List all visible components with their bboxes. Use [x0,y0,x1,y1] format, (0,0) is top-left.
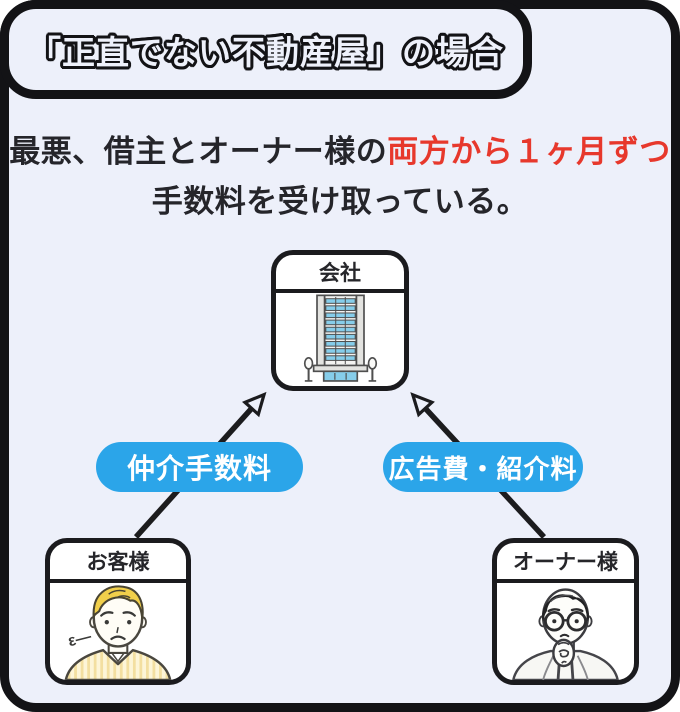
fee-pill-advertising: 広告費・紹介料 [383,442,583,492]
fee-pill-advertising-label: 広告費・紹介料 [388,453,578,484]
fee-pill-brokerage: 仲介手数料 [96,442,303,492]
lead-line-2: 手数料を受け取っている。 [151,184,529,219]
company-art-area [276,293,404,386]
sigh-mark: ε— [66,628,93,650]
worried-customer-illustration: ε— [64,585,172,680]
owner-card: オーナー様 [492,538,639,685]
customer-card: お客様 [45,538,191,685]
owner-label: オーナー様 [497,543,634,583]
company-card: 会社 [271,250,409,391]
lead-line-1-highlight: 両方から１ヶ月ずつ [387,134,671,169]
page-title-outline: 「正直でない不動産屋」の場合 [28,33,504,71]
header-tab: 「正直でない不動産屋」の場合 「正直でない不動産屋」の場合 [0,0,532,99]
company-label: 会社 [276,255,404,293]
fee-pill-brokerage-label: 仲介手数料 [126,453,272,484]
customer-art-area: ε— [50,583,186,680]
office-building-icon [303,294,377,382]
owner-art-area [497,583,634,680]
customer-label: お客様 [50,543,186,583]
lead-text: 最悪、借主とオーナー様の両方から１ヶ月ずつ 手数料を受け取っている。 [0,127,680,227]
page-title: 「正直でない不動産屋」の場合 「正直でない不動産屋」の場合 [28,26,504,74]
thinking-owner-illustration [512,588,619,680]
lead-line-1: 最悪、借主とオーナー様の両方から１ヶ月ずつ [0,127,680,177]
page-title-fill: 「正直でない不動産屋」の場合 [28,33,504,71]
lead-line-1-prefix: 最悪、借主とオーナー様の [9,134,388,169]
